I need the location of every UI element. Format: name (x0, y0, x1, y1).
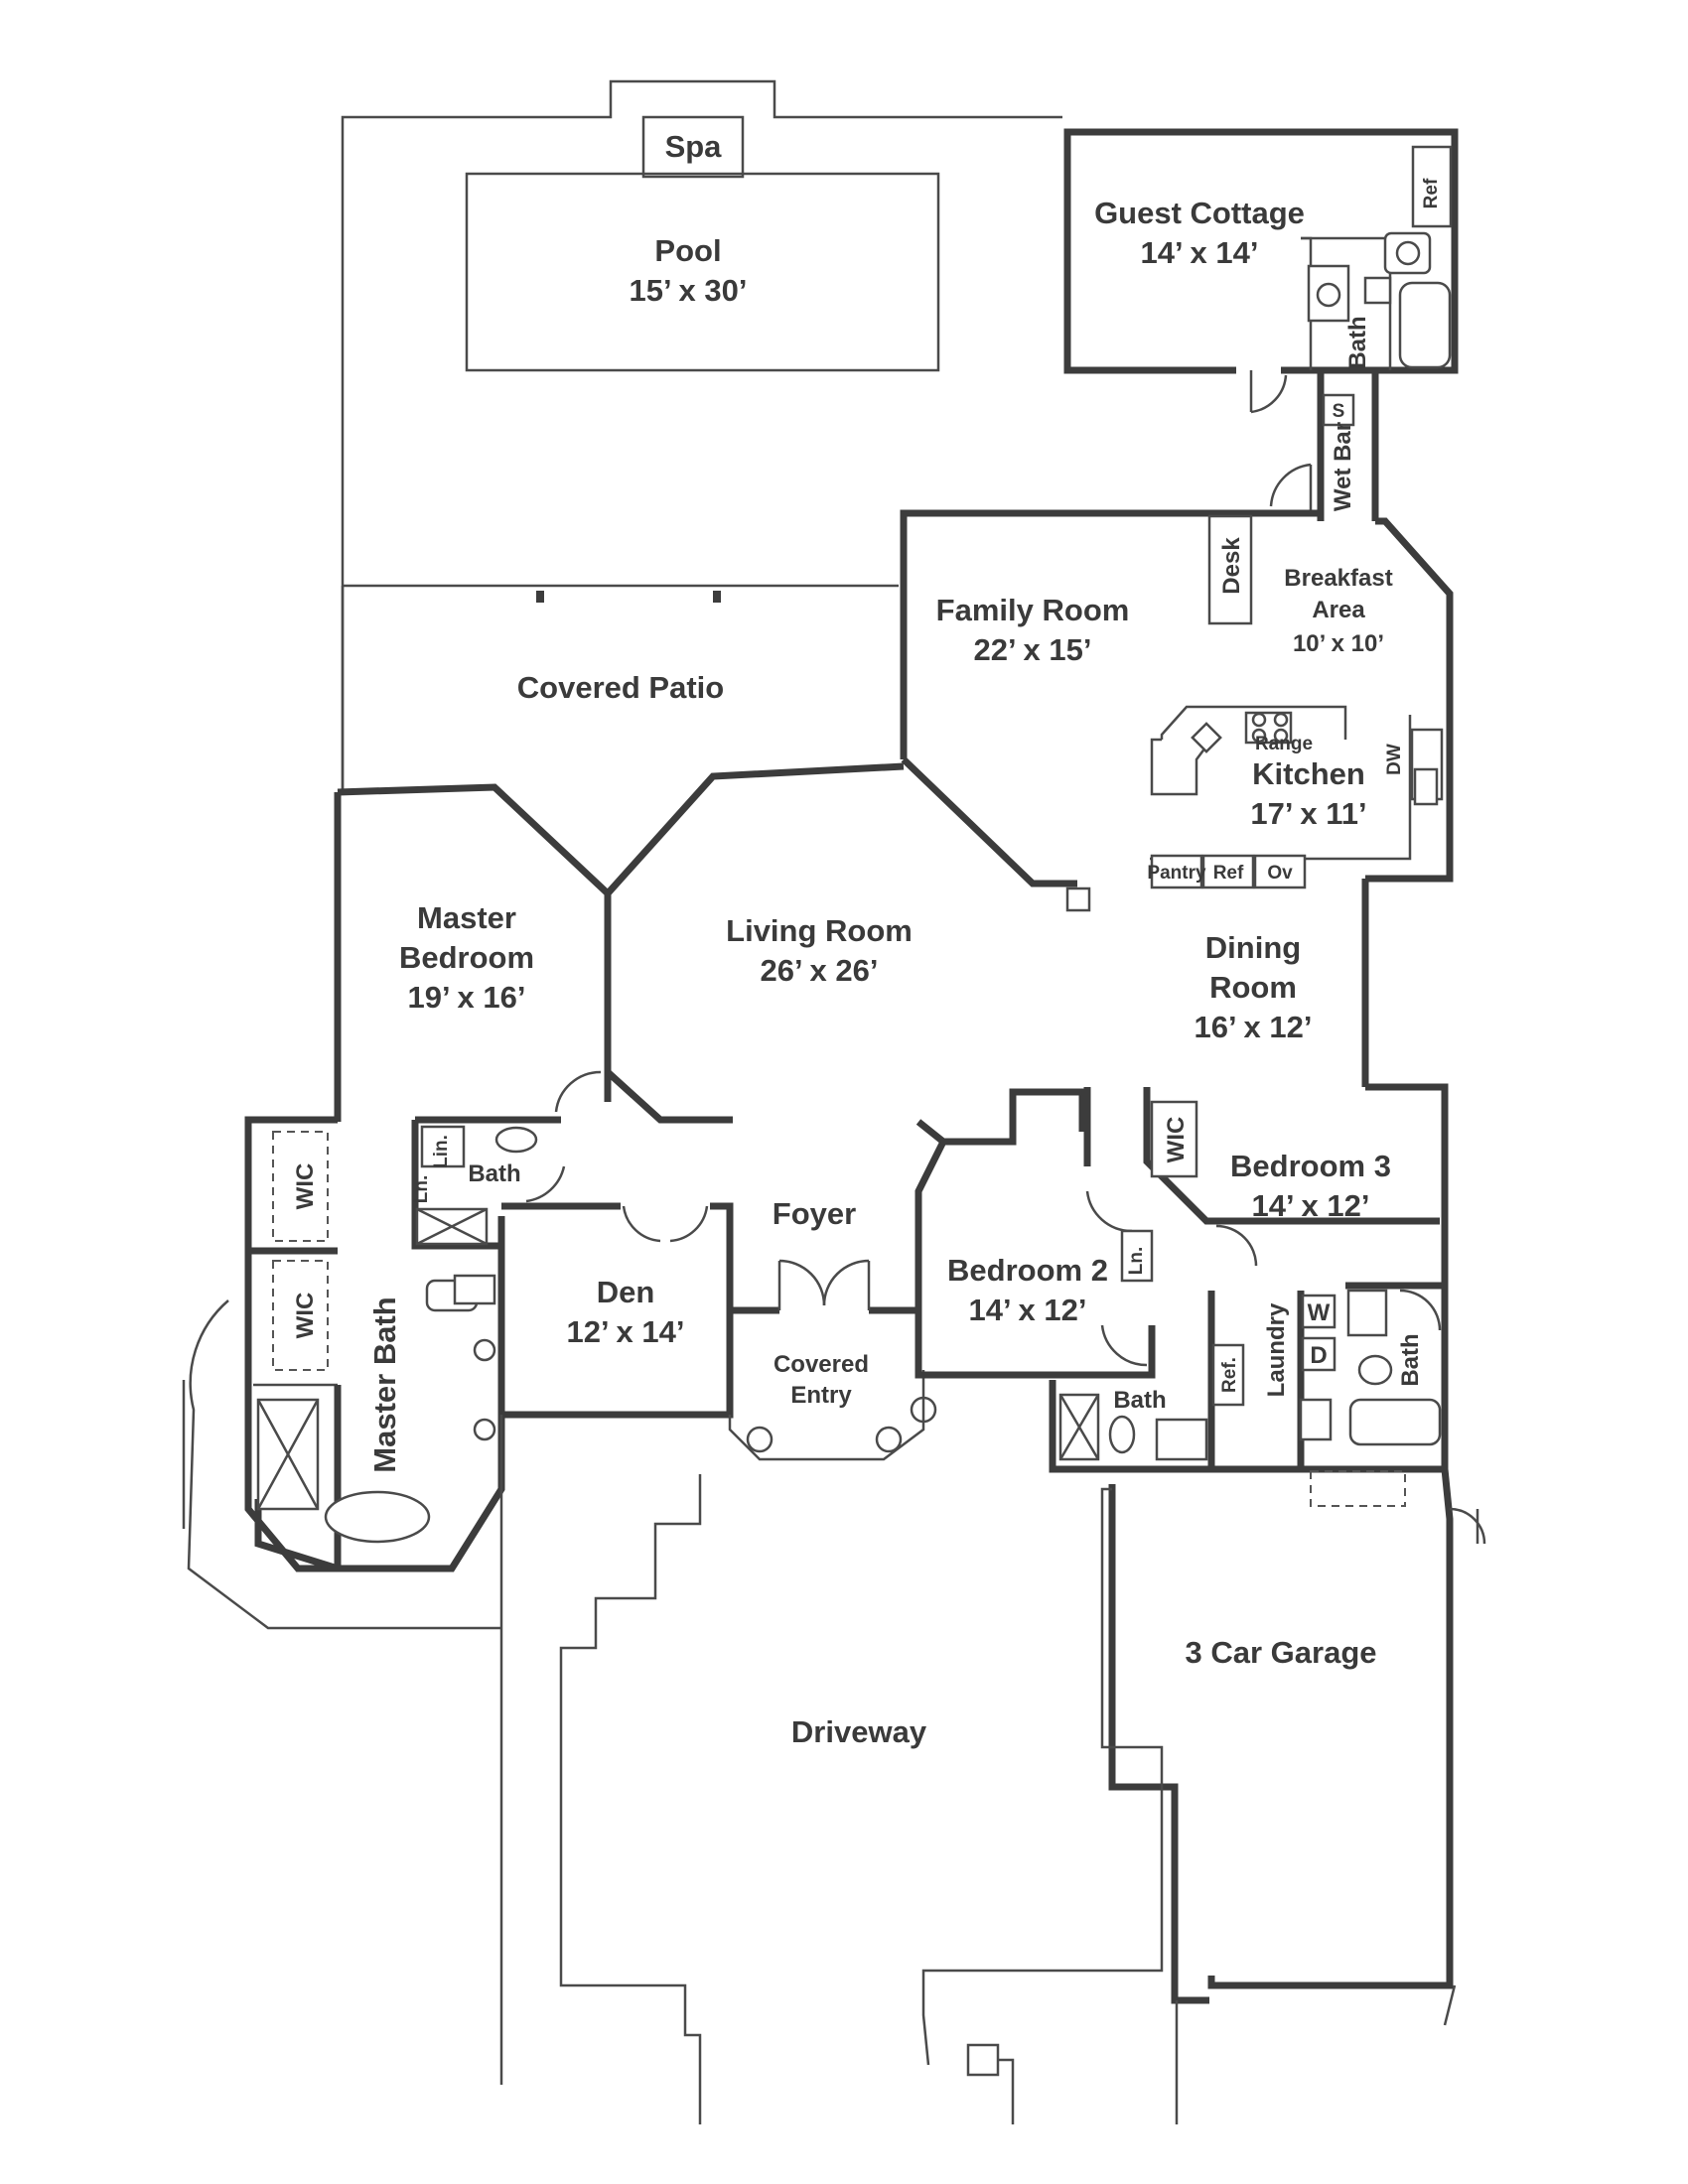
bedroom-2-label: Bedroom 2 (947, 1253, 1108, 1288)
pool-deck-outline (341, 79, 1062, 794)
master-wic-2-label: WIC (292, 1293, 319, 1339)
laundry-label: Laundry (1263, 1302, 1290, 1397)
breakfast-area-line2: Area (1312, 597, 1365, 623)
dishwasher-label: DW (1384, 744, 1405, 775)
bedroom-2-size: 14’ x 12’ (969, 1293, 1087, 1327)
master-linen-1-label: Lin. (431, 1135, 452, 1168)
pool-label: Pool (654, 233, 721, 268)
master-bedroom-line2: Bedroom (399, 940, 534, 975)
kitchen-size: 17’ x 11’ (1250, 796, 1366, 831)
bedroom-3-size: 14’ x 12’ (1252, 1188, 1370, 1223)
hall-bath-label: Bath (1113, 1387, 1166, 1414)
bedroom-3-bath-label: Bath (1397, 1333, 1424, 1386)
covered-patio-label: Covered Patio (517, 670, 724, 705)
wet-bar-label: Wet Bar (1330, 422, 1356, 511)
bedroom-3-bath: Bath (1310, 1282, 1445, 1507)
wet-bar-sink-label: S (1333, 401, 1345, 422)
bedroom-3: WIC Bedroom 3 14’ x 12’ (1150, 1100, 1391, 1267)
pool-size: 15’ x 30’ (630, 273, 748, 308)
living-room-size: 26’ x 26’ (761, 953, 879, 988)
master-linen-2-label: Ln. (411, 1175, 432, 1204)
cottage-bath-label: Bath (1344, 316, 1371, 368)
master-bedroom-line1: Master (417, 900, 516, 935)
driveway-label: Driveway (791, 1714, 927, 1749)
spa-label: Spa (665, 129, 723, 164)
kitchen-label: Kitchen (1252, 756, 1365, 791)
master-bath-label: Master Bath (367, 1297, 402, 1472)
dining-room: Dining Room 16’ x 12’ (1195, 930, 1313, 1044)
range-label: Range (1255, 734, 1313, 754)
laundry: Ref. W D Laundry (1207, 1291, 1336, 1469)
garage: 3 Car Garage (1186, 1635, 1377, 1670)
garage-label: 3 Car Garage (1186, 1635, 1377, 1670)
master-bedroom-size: 19’ x 16’ (408, 980, 526, 1015)
master-bedroom: Master Bedroom 19’ x 16’ (399, 900, 602, 1203)
guest-cottage: Guest Cottage 14’ x 14’ Ref Bath (1063, 128, 1459, 414)
den: Den 12’ x 14’ (497, 1202, 734, 1419)
bedroom-3-wic-label: WIC (1163, 1117, 1190, 1163)
family-room: Family Room 22’ x 15’ (936, 593, 1130, 912)
dryer-label: D (1310, 1342, 1327, 1369)
covered-entry-line1: Covered (774, 1351, 869, 1378)
covered-entry-line2: Entry (790, 1382, 852, 1409)
guest-cottage-label: Guest Cottage (1094, 196, 1305, 230)
bedroom-2: Ln. Bedroom 2 14’ x 12’ (914, 1087, 1156, 1379)
wet-bar: S Wet Bar (1269, 370, 1379, 521)
laundry-ref-label: Ref. (1219, 1357, 1240, 1393)
foyer: Foyer (773, 1196, 856, 1231)
spa: Spa (641, 115, 745, 179)
guest-cottage-size: 14’ x 14’ (1141, 235, 1259, 270)
pool: Pool 15’ x 30’ (465, 172, 940, 372)
bedroom-3-label: Bedroom 3 (1230, 1149, 1391, 1183)
living-room: Living Room 26’ x 26’ (726, 913, 913, 988)
breakfast-area: Desk Breakfast Area 10’ x 10’ (1207, 514, 1393, 657)
covered-entry: Covered Entry (728, 1259, 937, 1461)
master-wic-1: WIC (244, 1116, 338, 1255)
covered-patio: Covered Patio (517, 591, 724, 705)
den-size: 12’ x 14’ (567, 1314, 685, 1349)
washer-label: W (1308, 1299, 1331, 1326)
family-room-label: Family Room (936, 593, 1130, 627)
den-label: Den (597, 1275, 655, 1309)
hall-bath: Bath (1049, 1375, 1215, 1473)
driveway: Driveway (499, 1415, 1179, 2124)
pantry-label: Pantry (1147, 863, 1206, 884)
oven-label: Ov (1267, 863, 1293, 884)
dining-room-size: 16’ x 12’ (1195, 1010, 1313, 1044)
breakfast-area-line1: Breakfast (1284, 565, 1392, 592)
foyer-label: Foyer (773, 1196, 856, 1231)
master-toilet-bath: Lin. Ln. Bath (411, 1116, 561, 1305)
bedroom-2-linen-label: Ln. (1126, 1247, 1147, 1276)
family-room-size: 22’ x 15’ (974, 632, 1092, 667)
breakfast-area-size: 10’ x 10’ (1293, 630, 1384, 657)
master-wic-1-label: WIC (292, 1163, 319, 1210)
living-room-label: Living Room (726, 913, 913, 948)
dining-room-line1: Dining (1205, 930, 1301, 965)
dining-room-line2: Room (1209, 970, 1297, 1005)
master-toilet-bath-label: Bath (468, 1160, 520, 1187)
exterior-walls (334, 509, 1486, 2026)
master-wic-2: WIC (244, 1251, 338, 1572)
desk-label: Desk (1218, 537, 1245, 595)
master-bath: Master Bath (182, 1241, 505, 1630)
kitchen: Range DW Pantry Ref Ov Kitchen 17’ x 11’ (1147, 705, 1444, 889)
kitchen-ref-label: Ref (1213, 863, 1244, 884)
cottage-ref-label: Ref (1421, 178, 1442, 208)
